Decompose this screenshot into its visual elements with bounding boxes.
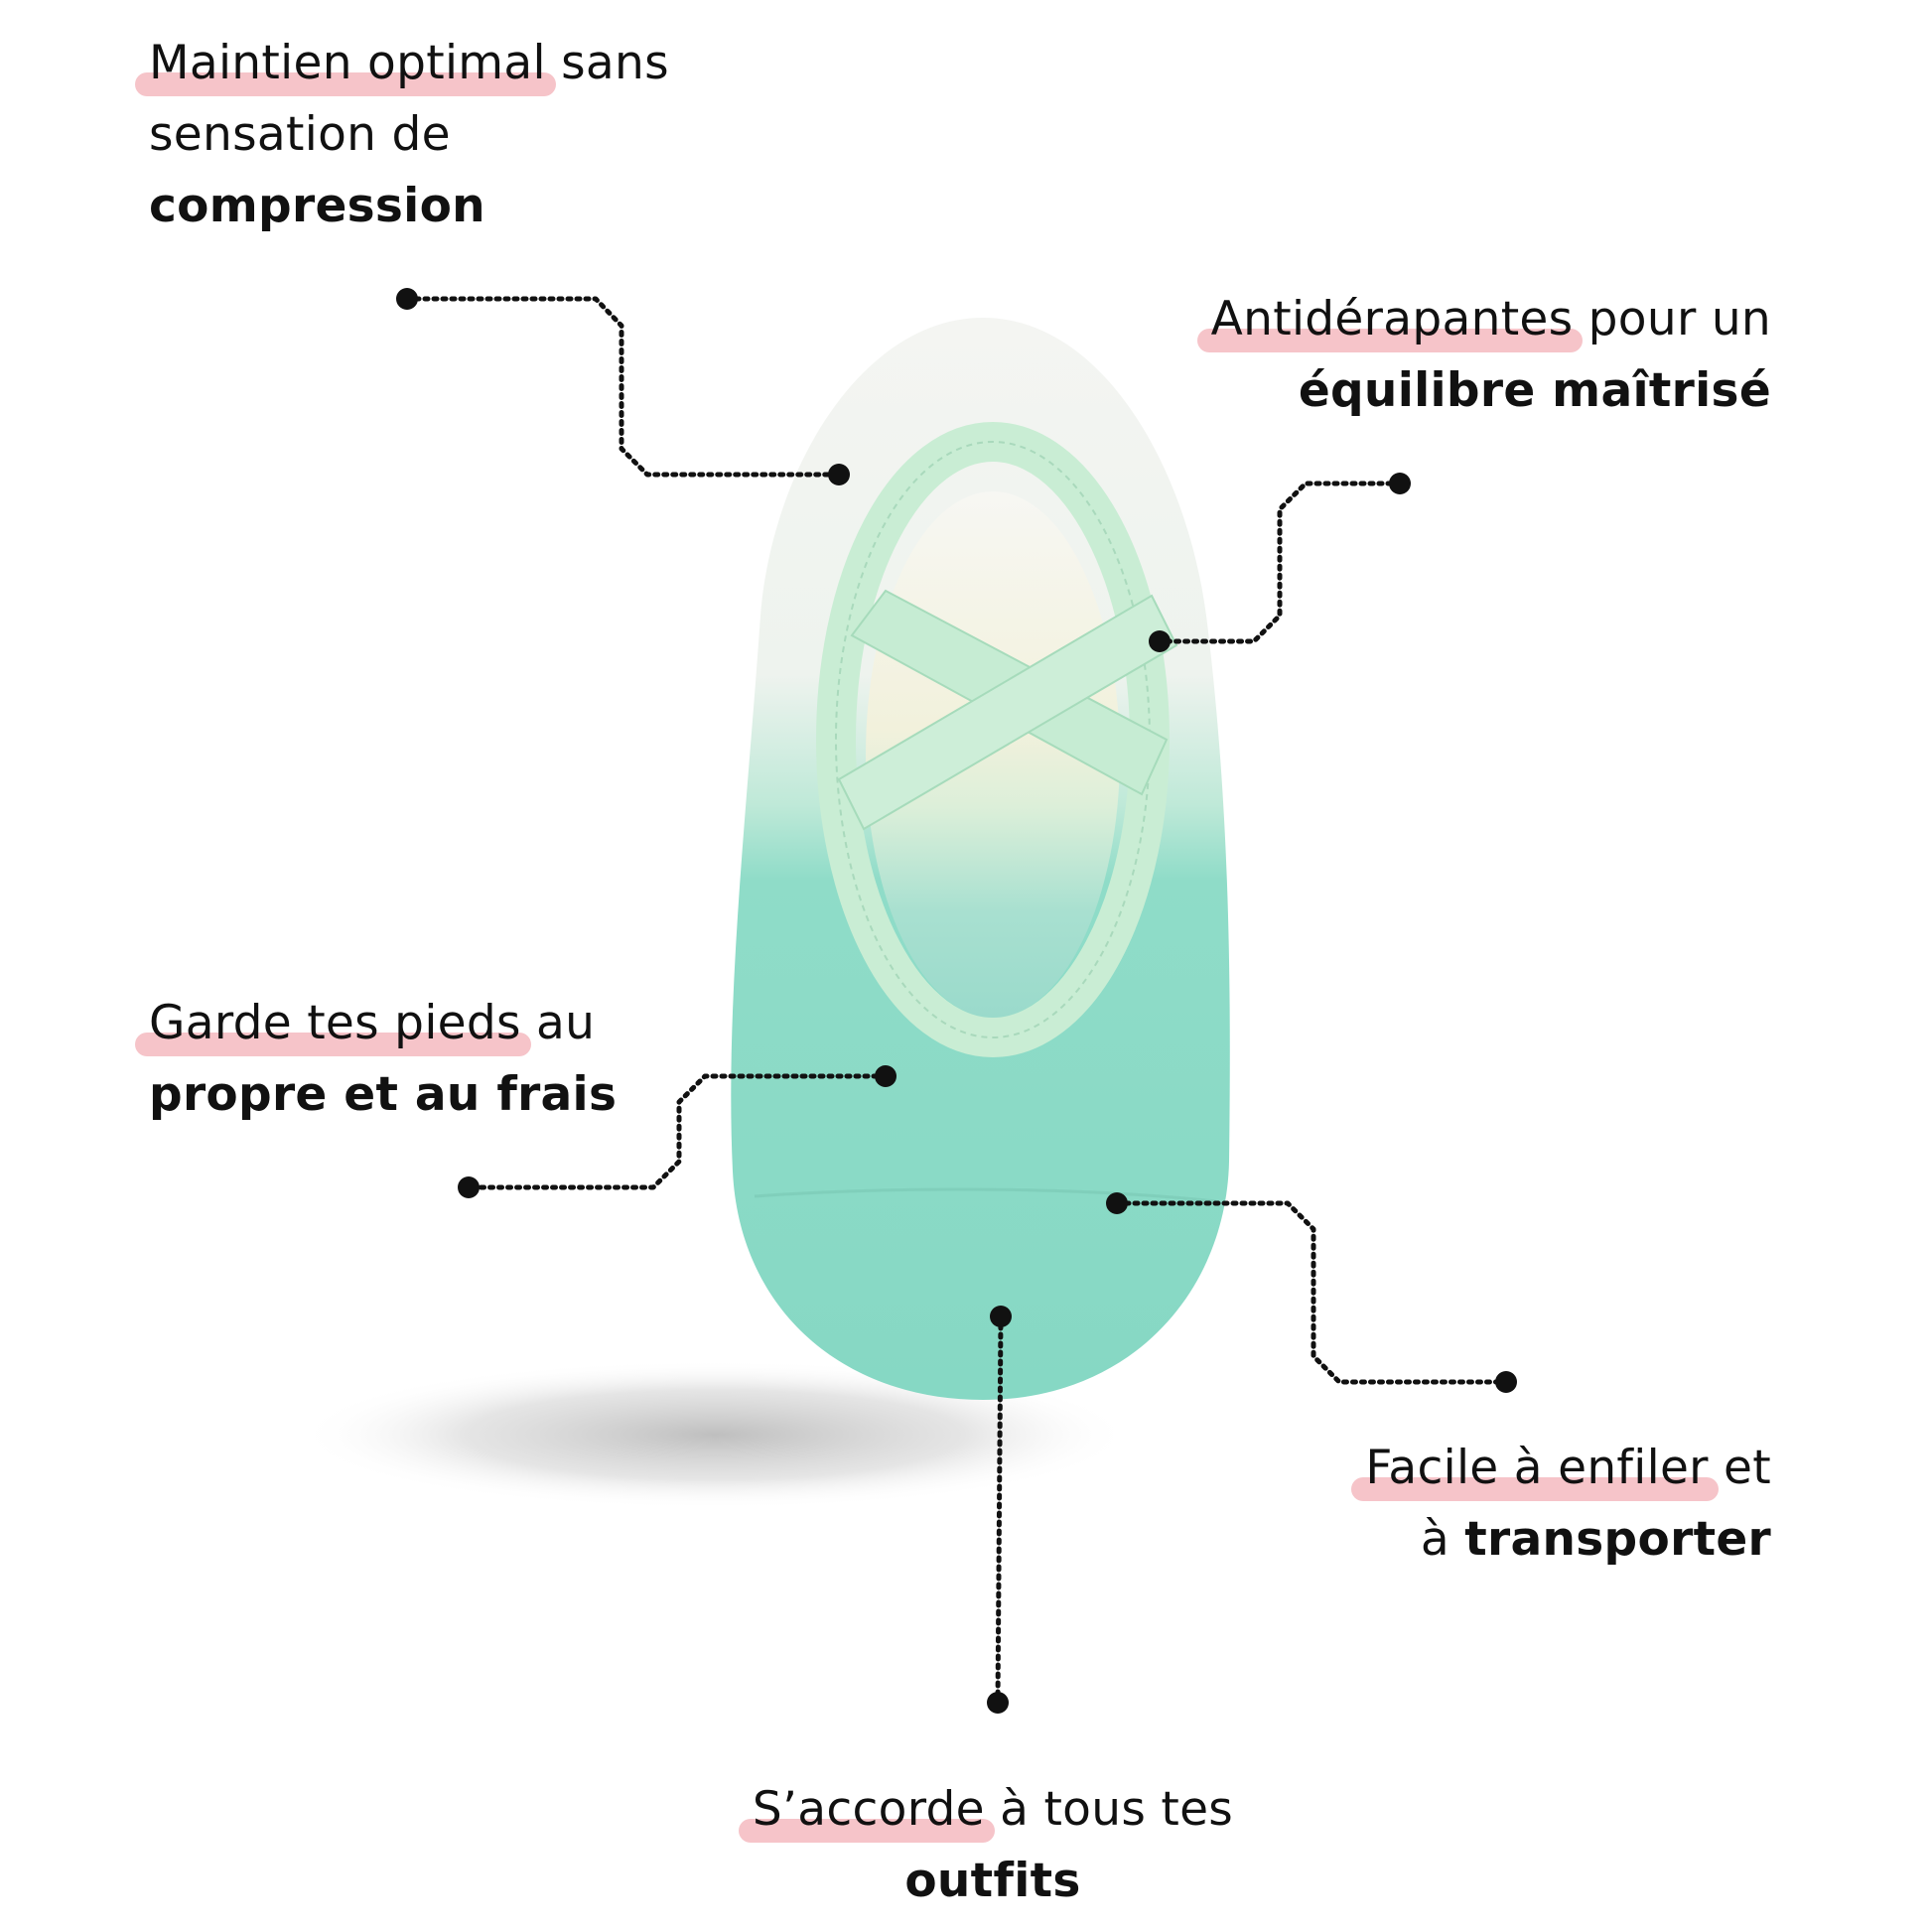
- connector-compression-end-dot: [828, 464, 850, 485]
- connector-compression-line: [404, 296, 842, 478]
- connector-outfits-start-dot: [990, 1306, 1012, 1327]
- connector-antiderapant-line: [1157, 481, 1403, 644]
- feature-compression-line3: compression: [149, 179, 485, 233]
- feature-outfits-line1: S’accorde à tous tes: [752, 1782, 1234, 1837]
- connector-frais-end-dot: [458, 1176, 480, 1198]
- feature-frais: Garde tes pieds au propre et au frais: [149, 988, 617, 1131]
- feature-antiderapant-line1: Antidérapantes pour un: [1210, 292, 1771, 346]
- connector-transport-line: [1114, 1200, 1509, 1385]
- connector-frais-line: [466, 1073, 889, 1190]
- feature-compression-line2: sensation de: [149, 107, 451, 162]
- connector-frais: [458, 1065, 897, 1198]
- connector-outfits-end-dot: [987, 1692, 1009, 1714]
- feature-transport-line1: Facile à enfiler et: [1365, 1441, 1771, 1495]
- product-shadow: [298, 1360, 1132, 1509]
- connector-outfits-line: [995, 1313, 1004, 1706]
- feature-compression-line1: Maintien optimal sans: [149, 36, 669, 90]
- connector-antiderapant-end-dot: [1149, 630, 1171, 652]
- feature-antiderapant-highlight: Antidérapantes: [1210, 292, 1574, 346]
- connector-compression: [396, 288, 850, 485]
- connector-transport-end-dot: [1495, 1371, 1517, 1393]
- feature-compression-highlight: Maintien optimal: [149, 36, 546, 90]
- feature-antiderapant: Antidérapantes pour un équilibre maîtris…: [1211, 284, 1771, 427]
- feature-outfits-line2: outfits: [904, 1854, 1081, 1908]
- feature-transport-highlight: Facile à enfiler: [1365, 1441, 1709, 1495]
- feature-transport-line2: à transporter: [1420, 1512, 1771, 1567]
- connector-antiderapant-start-dot: [1389, 473, 1411, 494]
- connector-outfits: [987, 1306, 1012, 1714]
- connector-antiderapant: [1149, 473, 1411, 652]
- cross-strap-b: [837, 594, 1178, 831]
- feature-compression: Maintien optimal sans sensation de compr…: [149, 28, 669, 242]
- feature-antiderapant-line2: équilibre maîtrisé: [1298, 363, 1771, 418]
- connector-transport-start-dot: [1106, 1192, 1128, 1214]
- feature-transport: Facile à enfiler et à transporter: [1365, 1433, 1771, 1576]
- connector-transport: [1106, 1192, 1517, 1393]
- connector-compression-start-dot: [396, 288, 418, 310]
- feature-outfits-highlight: S’accorde: [752, 1782, 985, 1837]
- feature-frais-line2: propre et au frais: [149, 1067, 618, 1122]
- feature-frais-line1: Garde tes pieds au: [149, 996, 596, 1050]
- connector-lines: [396, 288, 1517, 1714]
- connector-frais-start-dot: [875, 1065, 897, 1087]
- feature-frais-highlight: Garde tes pieds: [149, 996, 521, 1050]
- feature-outfits: S’accorde à tous tes outfits: [596, 1774, 1390, 1917]
- sock-toe-seam: [754, 1187, 1217, 1203]
